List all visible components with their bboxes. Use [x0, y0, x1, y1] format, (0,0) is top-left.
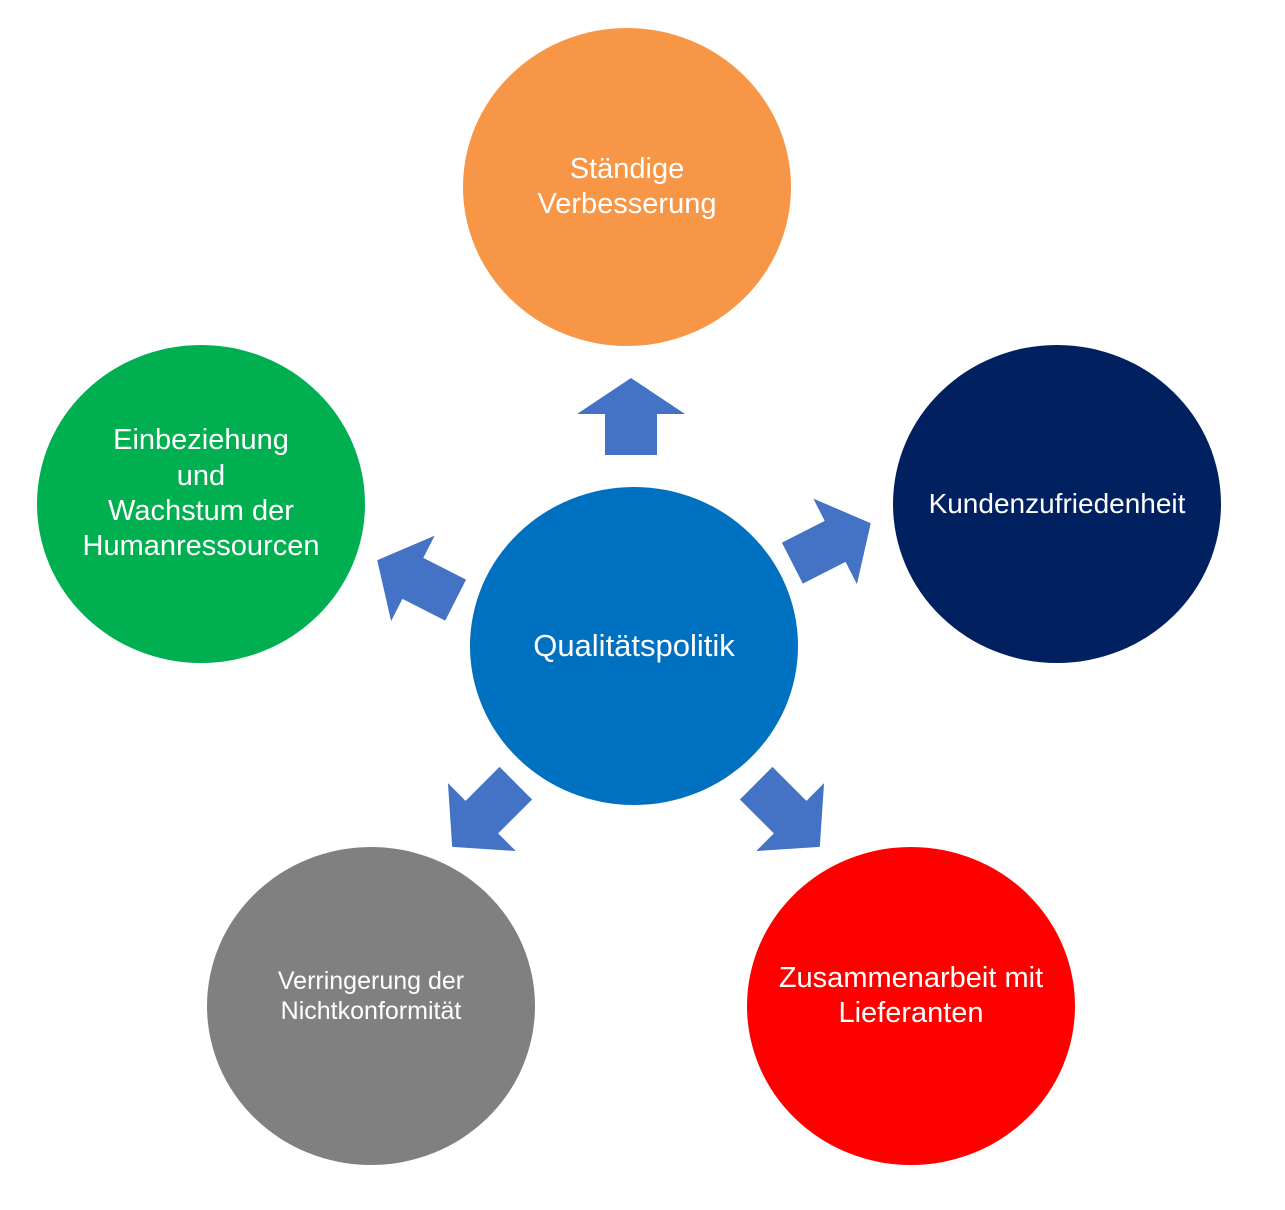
arrow-to-right	[781, 498, 871, 585]
arrow-to-top	[577, 378, 685, 455]
node-supplier-cooperation: Zusammenarbeit mit Lieferanten	[747, 847, 1075, 1165]
arrow-to-bottom-left	[447, 766, 533, 852]
node-label: Zusammenarbeit mit Lieferanten	[778, 961, 1044, 1029]
node-label: Einbeziehung und Wachstum der Humanresso…	[82, 424, 320, 563]
node-quality-policy-center: Qualitätspolitik	[470, 487, 798, 805]
node-customer-satisfaction: Kundenzufriedenheit	[893, 345, 1221, 663]
node-nonconformity-reduction: Verringerung der Nichtkonformität	[207, 847, 535, 1165]
node-label: Verringerung der Nichtkonformität	[277, 966, 465, 1026]
center-label: Qualitätspolitik	[533, 628, 735, 664]
node-label: Ständige Verbesserung	[537, 152, 717, 220]
node-label: Kundenzufriedenheit	[928, 487, 1186, 519]
arrow-to-bottom-right	[739, 766, 825, 852]
arrow-to-left	[377, 535, 467, 622]
node-human-resources: Einbeziehung und Wachstum der Humanresso…	[37, 345, 365, 663]
node-continuous-improvement: Ständige Verbesserung	[463, 28, 791, 346]
